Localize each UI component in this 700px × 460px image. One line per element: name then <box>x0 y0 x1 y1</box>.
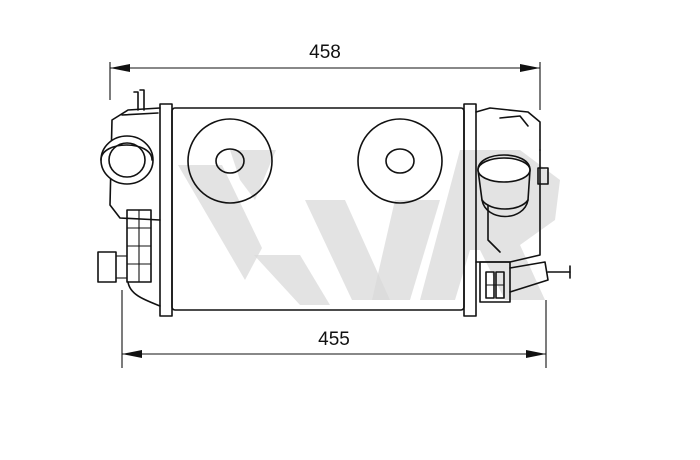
left-sensor-connector <box>97 209 161 307</box>
bottom-dimension-label: 455 <box>318 329 350 350</box>
core-mounting-hole-right <box>357 118 443 204</box>
right-sensor-connector <box>479 261 571 303</box>
top-dimension: 458 <box>109 42 541 110</box>
top-dimension-label: 458 <box>309 42 341 63</box>
right-tank <box>463 103 541 317</box>
left-tank <box>109 89 173 317</box>
left-inlet-port <box>100 135 154 185</box>
bottom-dimension: 455 <box>121 290 547 368</box>
core-mounting-hole-left <box>187 118 273 204</box>
watermark-logo <box>178 150 560 305</box>
right-outlet-port <box>477 154 549 253</box>
